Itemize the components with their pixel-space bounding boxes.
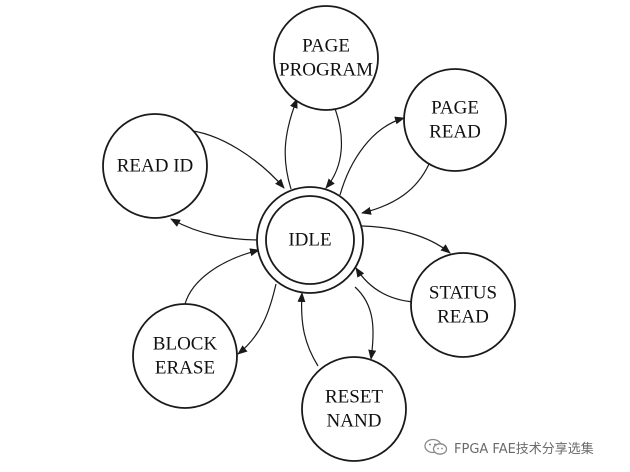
state-page-read: PAGE READ	[403, 68, 507, 172]
arrow-idle-to-read-id	[170, 218, 262, 241]
arrow-block-erase-to-idle	[184, 248, 260, 305]
watermark-text: FPGA FAE技术分享选集	[454, 442, 594, 457]
state-label-status-read: READ	[437, 307, 489, 328]
arrow-idle-to-block-erase	[237, 283, 277, 355]
state-label-block-erase: BLOCK	[153, 334, 218, 355]
state-reset-nand: RESET NAND	[301, 356, 407, 462]
arrow-status-read-to-idle	[355, 267, 415, 303]
state-label-page-program: PAGE	[302, 36, 350, 57]
arrow-idle-to-reset-nand	[354, 286, 377, 360]
state-circle-idle	[256, 186, 364, 294]
state-status-read: STATUS READ	[410, 252, 516, 358]
state-idle: IDLE	[256, 186, 364, 294]
arrow-page-program-to-idle	[325, 105, 343, 189]
arrow-idle-to-page-read	[339, 116, 405, 196]
arrow-reset-nand-to-idle	[297, 292, 319, 367]
state-circle-block-erase	[132, 303, 238, 409]
state-circle-page-read	[403, 68, 507, 172]
watermark: FPGA FAE技术分享选集	[424, 436, 624, 458]
state-circle-reset-nand	[301, 356, 407, 462]
state-label-block-erase: ERASE	[155, 358, 215, 379]
state-circle-status-read	[410, 252, 516, 358]
state-label-page-program: PROGRAM	[279, 60, 373, 81]
arrow-idle-to-page-program	[284, 98, 298, 190]
state-read-id: READ ID	[102, 113, 208, 219]
state-page-program: PAGE PROGRAM	[273, 5, 379, 111]
state-circle-read-id	[102, 113, 208, 219]
transition-arrows	[170, 98, 451, 367]
state-label-read-id: READ ID	[117, 156, 194, 177]
arrow-read-id-to-idle	[183, 129, 285, 189]
state-label-reset-nand: NAND	[327, 411, 382, 432]
state-label-page-read: READ	[429, 122, 481, 143]
state-circle-page-program	[273, 5, 379, 111]
arrow-idle-to-status-read	[361, 225, 451, 254]
state-label-reset-nand: RESET	[325, 387, 383, 408]
state-label-idle: IDLE	[288, 230, 331, 251]
state-label-page-read: PAGE	[431, 98, 479, 119]
state-inner-circle-idle	[265, 195, 355, 285]
state-label-status-read: STATUS	[429, 283, 497, 304]
state-nodes: IDLE PAGE PROGRAM PAGE READ READ ID STATUS READ…	[102, 5, 516, 462]
arrow-page-read-to-idle	[361, 163, 430, 215]
wechat-icon	[424, 438, 448, 455]
state-block-erase: BLOCK ERASE	[132, 303, 238, 409]
